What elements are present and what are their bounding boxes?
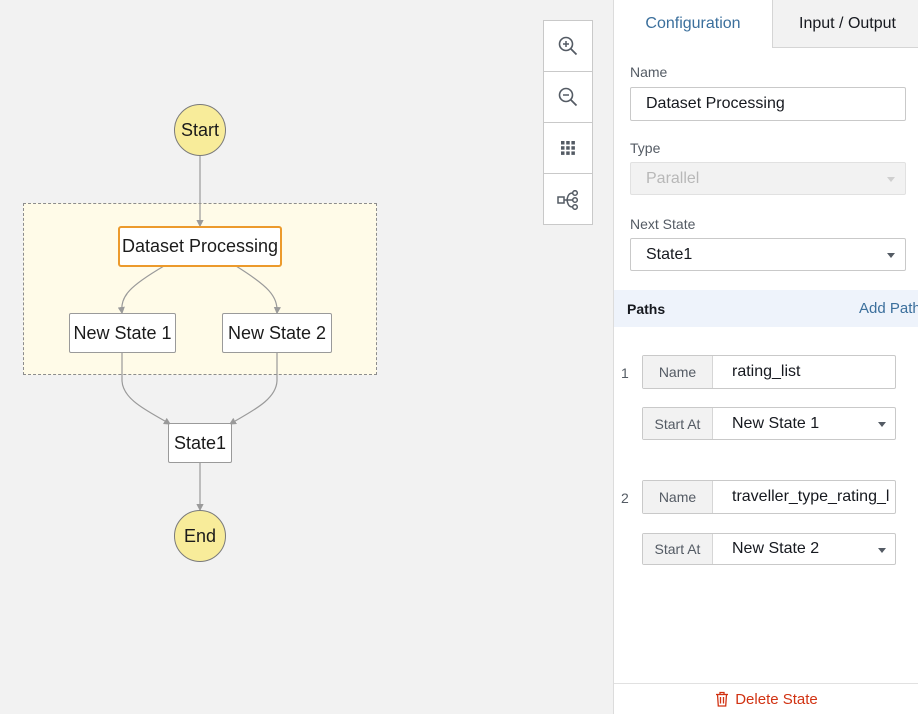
next-state-select-value: State1: [646, 245, 693, 263]
path-start-at-prefix: Start At: [643, 534, 713, 564]
state-config-panel: Configuration Input / Output Name Datase…: [613, 0, 918, 714]
type-label: Type: [630, 140, 661, 156]
path-name-prefix: Name: [643, 356, 713, 388]
chevron-down-icon: [887, 177, 895, 182]
delete-state-label: Delete State: [735, 690, 818, 708]
dataset-processing-node[interactable]: Dataset Processing: [118, 226, 282, 267]
flow-layout-icon: [557, 189, 579, 210]
zoom-out-icon: [558, 87, 578, 107]
path-name-value: traveller_type_rating_l: [732, 488, 890, 505]
start-node[interactable]: Start: [174, 104, 226, 156]
end-node[interactable]: End: [174, 510, 226, 562]
chevron-down-icon: [878, 548, 886, 553]
edge-dataset-to-branch1: [117, 265, 165, 315]
edges-layer: [117, 156, 281, 512]
edge-dataset-to-branch2: [235, 265, 281, 315]
tab-configuration[interactable]: Configuration: [614, 0, 772, 48]
type-select: Parallel: [630, 162, 906, 195]
path-start-at-value: New State 2: [732, 540, 820, 557]
delete-state-button[interactable]: Delete State: [614, 683, 918, 714]
path-1-name-input[interactable]: Name rating_list: [642, 355, 896, 389]
state1-node[interactable]: State1: [168, 423, 232, 463]
name-input-value: Dataset Processing: [646, 95, 785, 112]
name-label: Name: [630, 64, 668, 80]
next-state-select[interactable]: State1: [630, 238, 906, 271]
path-2-name-input[interactable]: Name traveller_type_rating_l: [642, 480, 896, 514]
panel-tabs: Configuration Input / Output: [614, 0, 918, 48]
layout-button[interactable]: [544, 174, 592, 225]
zoom-out-button[interactable]: [544, 72, 592, 123]
chevron-down-icon: [887, 253, 895, 258]
zoom-in-button[interactable]: [544, 21, 592, 72]
path-name-prefix: Name: [643, 481, 713, 513]
grid-icon: [561, 141, 575, 155]
add-path-link[interactable]: Add Path: [859, 300, 918, 317]
path-start-at-prefix: Start At: [643, 408, 713, 439]
edge-branch2-to-state1: [228, 352, 278, 425]
workflow-canvas[interactable]: Start Dataset Processing New State 1 New…: [0, 0, 614, 714]
new-state-2-node[interactable]: New State 2: [222, 313, 332, 353]
zoom-in-icon: [558, 36, 578, 56]
canvas-toolbar: [543, 20, 593, 225]
type-select-value: Parallel: [646, 169, 700, 187]
name-input[interactable]: Dataset Processing: [630, 87, 906, 121]
trash-icon: [716, 691, 729, 707]
path-index: 2: [621, 490, 629, 506]
chevron-down-icon: [878, 422, 886, 427]
path-name-value: rating_list: [732, 363, 801, 380]
path-index: 1: [621, 365, 629, 381]
tab-input-output[interactable]: Input / Output: [772, 0, 918, 48]
path-start-at-value: New State 1: [732, 414, 820, 432]
path-2-start-at-select[interactable]: Start At New State 2: [642, 533, 896, 565]
next-state-label: Next State: [630, 216, 696, 232]
paths-header: Paths Add Path: [614, 290, 918, 327]
center-button[interactable]: [544, 123, 592, 174]
path-1-start-at-select[interactable]: Start At New State 1: [642, 407, 896, 440]
edge-branch1-to-state1: [121, 352, 172, 425]
new-state-1-node[interactable]: New State 1: [69, 313, 176, 353]
paths-title: Paths: [627, 300, 666, 317]
